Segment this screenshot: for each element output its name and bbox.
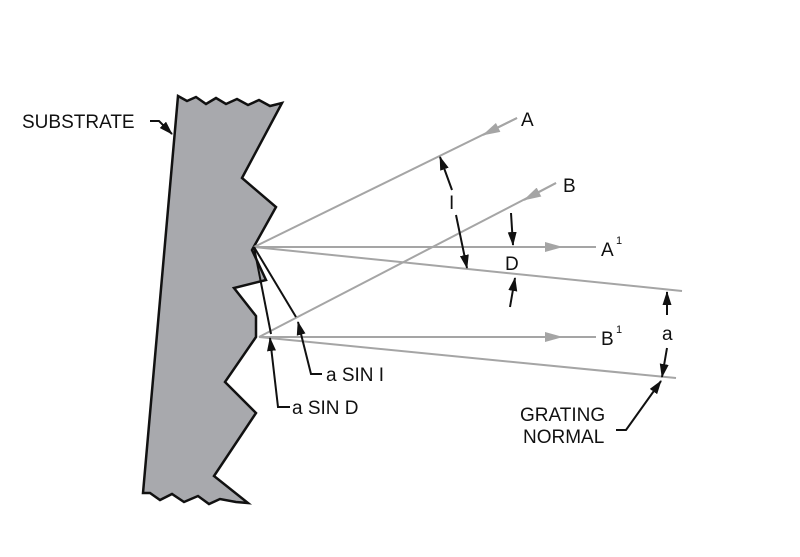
normal-label: NORMAL: [523, 427, 604, 448]
a-sin-i-label: a SIN I: [326, 365, 384, 386]
ray-b-label: B: [563, 176, 576, 197]
angle-d-arrow-down: [507, 212, 517, 246]
grating-normal-1: [253, 246, 683, 292]
construction-a-sin-d: [253, 246, 272, 335]
leader-substrate: [150, 120, 173, 135]
ray-a-label: A: [521, 110, 534, 131]
spacing-a-label: a: [662, 324, 673, 345]
leader-a-sin-d: [267, 337, 290, 408]
angle-i-label: I: [449, 193, 454, 214]
spacing-a-arrow-down: [659, 347, 669, 378]
angle-d-arrow-up: [508, 277, 518, 308]
ray-a-line: [253, 117, 518, 248]
ray-a1-label: A: [601, 240, 614, 261]
angle-i-arrow-down: [455, 214, 469, 269]
a-sin-d-label: a SIN D: [292, 398, 359, 419]
substrate-label: SUBSTRATE: [22, 112, 135, 133]
angle-d-label: D: [505, 254, 519, 275]
ray-b-arrow: [523, 182, 557, 201]
leader-grating-normal: [616, 380, 662, 431]
ray-b1-superscript: 1: [616, 324, 622, 336]
substrate-body: [141, 93, 285, 506]
construction-a-sin-i: [253, 246, 297, 318]
ray-a-arrow: [482, 117, 518, 136]
grating-label: GRATING: [520, 405, 605, 426]
leader-a-sin-i: [296, 321, 322, 375]
ray-a1-superscript: 1: [616, 235, 622, 247]
angle-i-arrow-up: [439, 156, 453, 191]
ray-b-line: [258, 182, 557, 338]
ray-b1-label: B: [601, 329, 614, 350]
grating-normal-2: [258, 336, 677, 379]
